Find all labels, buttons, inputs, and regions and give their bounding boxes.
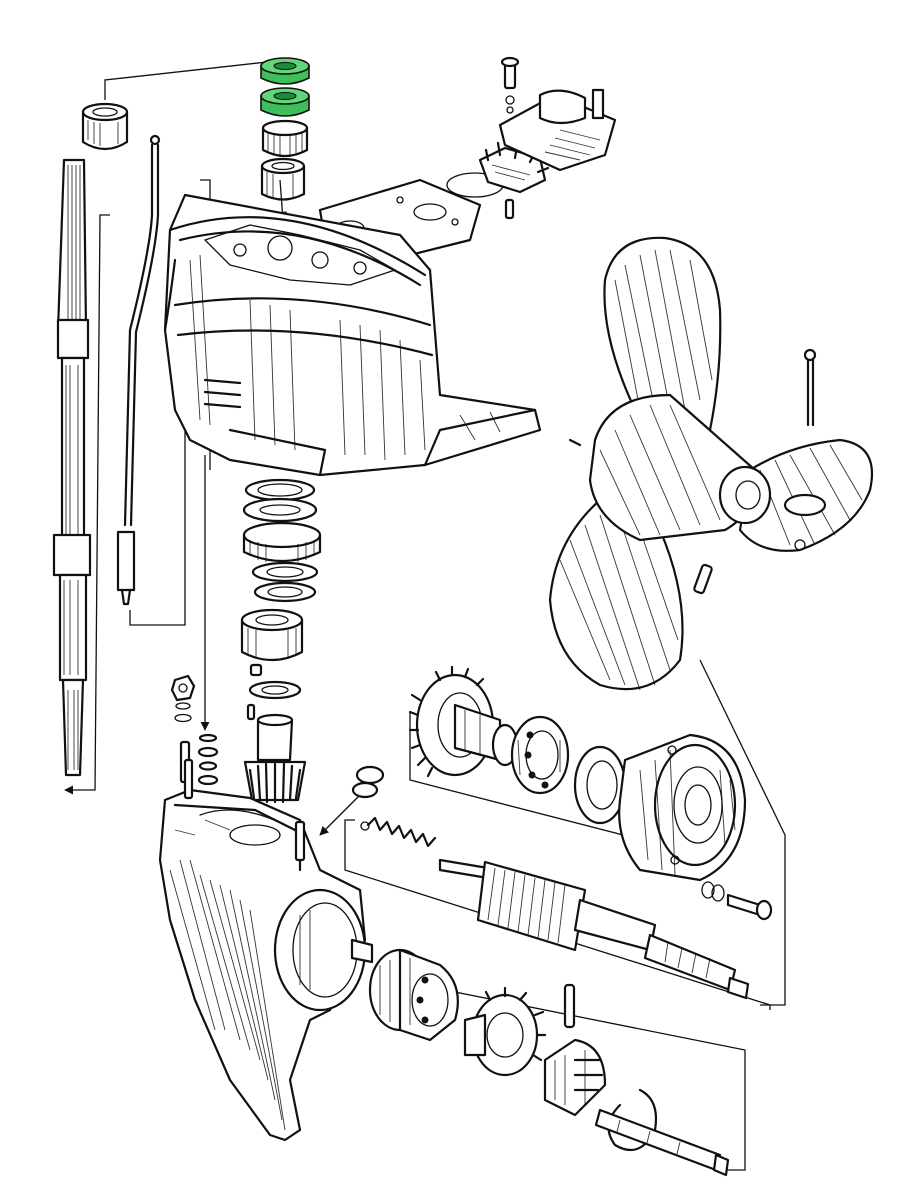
left-stud-assembly <box>197 733 219 786</box>
rear-shaft <box>594 1108 730 1177</box>
forward-gear-assembly <box>408 665 773 921</box>
stack-washer-2 <box>251 561 319 583</box>
stack-washer-1 <box>244 478 316 502</box>
shear-pin <box>693 563 713 595</box>
stack-roller-bearing <box>242 521 322 563</box>
propshaft <box>438 858 750 1000</box>
leader-lines <box>64 59 786 1171</box>
forward-ball-bearing <box>510 715 570 795</box>
housing-deck <box>204 224 396 286</box>
shift-washers <box>351 765 385 799</box>
propeller-blade-bottom <box>548 498 684 691</box>
gearcase-dowel <box>294 820 306 862</box>
top-bushing <box>81 102 129 151</box>
propshaft-assembly <box>351 765 750 1000</box>
gearcase-stud <box>183 758 194 800</box>
pump-screw <box>500 56 520 114</box>
seal-lower <box>260 87 310 117</box>
lower-gearcase <box>158 758 374 1142</box>
propeller-blade-right <box>738 438 874 552</box>
shift-rod <box>116 134 161 606</box>
gearcase-tab <box>350 938 374 964</box>
forward-seal <box>573 745 627 825</box>
leader-line-rear <box>419 984 746 1171</box>
leader-line-driveshaft <box>64 214 110 795</box>
small-parts-left <box>170 674 219 786</box>
housing-vents <box>203 378 242 409</box>
leader-line-propeller <box>699 659 786 1006</box>
propeller-blade-top <box>603 236 722 432</box>
clutch-dog <box>543 1038 607 1117</box>
shift-spring <box>360 816 437 848</box>
left-washer-1 <box>175 702 191 710</box>
stack-bushing <box>240 608 304 662</box>
driveshaft <box>52 158 92 777</box>
stack-washer-3 <box>253 581 317 603</box>
stack-washer-4 <box>248 680 302 700</box>
impeller <box>478 141 550 194</box>
carrier-screw <box>701 881 773 921</box>
propeller-hub <box>568 393 806 551</box>
upper-needle-bearing <box>261 119 309 158</box>
upper-bushing <box>260 157 306 201</box>
leader-line-washers <box>319 794 361 836</box>
stack-small-pin <box>249 663 263 677</box>
pump-pin <box>504 198 515 220</box>
upper-gear-housing <box>163 193 542 477</box>
bearing-stack <box>240 478 322 804</box>
rear-bevel-gear <box>463 986 547 1077</box>
rear-ball-bearing <box>368 948 459 1042</box>
left-nut <box>170 674 196 702</box>
seal-upper <box>260 57 310 85</box>
stack-thrust-bearing <box>242 497 318 523</box>
propeller <box>548 236 874 691</box>
leader-line-propshaft <box>344 819 771 1010</box>
left-washer-2 <box>174 713 192 723</box>
pump-housing <box>498 88 617 172</box>
rear-gear-assembly <box>368 948 730 1177</box>
stack-shaft-pin <box>246 703 256 721</box>
leader-line-gear-bracket <box>409 712 721 861</box>
leader-line-top <box>104 59 290 100</box>
gearcase-opening <box>273 888 367 1012</box>
pinion-gear <box>243 713 307 804</box>
bearing-carrier <box>618 733 747 882</box>
rear-dowel-pin <box>563 983 576 1029</box>
highlighted-seals <box>260 57 310 117</box>
cotter-pin <box>803 348 817 427</box>
